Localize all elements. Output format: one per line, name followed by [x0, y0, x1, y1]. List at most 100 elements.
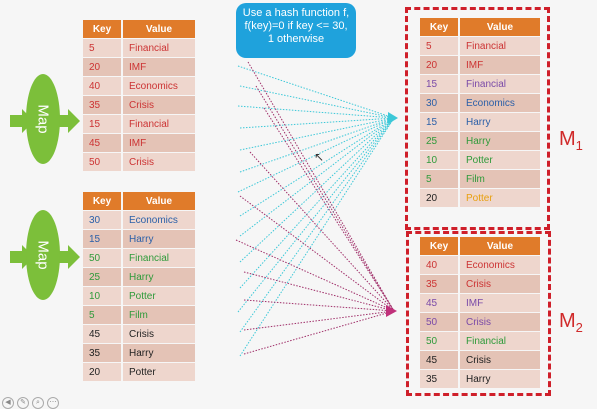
map-label: Map — [34, 104, 52, 134]
more-options-icon[interactable]: ⋯ — [47, 397, 59, 409]
link-to-m2 — [247, 61, 395, 312]
slide-controls[interactable]: ◀✎⌕⋯ — [2, 391, 62, 409]
value-cell: Harry — [123, 230, 195, 248]
link-to-m2 — [243, 310, 395, 355]
value-cell: IMF — [460, 56, 540, 74]
value-cell: Harry — [460, 132, 540, 150]
value-cell: Financial — [123, 115, 195, 133]
link-to-m2 — [239, 195, 395, 312]
value-cell: Harry — [460, 370, 540, 388]
value-cell: Crisis — [123, 153, 195, 171]
key-cell: 15 — [83, 115, 123, 133]
key-cell: 35 — [420, 275, 460, 293]
key-cell: 15 — [420, 75, 460, 93]
key-cell: 50 — [83, 153, 123, 171]
arrow-right-icon — [58, 109, 80, 133]
key-cell: 20 — [420, 56, 460, 74]
value-cell: Economics — [123, 211, 195, 229]
link-to-m1 — [239, 117, 395, 237]
key-cell: 25 — [420, 132, 460, 150]
value-cell: Crisis — [460, 313, 540, 331]
link-to-m1 — [239, 117, 395, 263]
key-cell: 35 — [83, 344, 123, 362]
header-value: Value — [123, 20, 195, 38]
key-cell: 45 — [83, 134, 123, 152]
value-cell: Economics — [123, 77, 195, 95]
link-to-m2 — [243, 310, 395, 331]
link-to-m1 — [237, 65, 395, 119]
header-value: Value — [123, 192, 195, 210]
pen-icon[interactable]: ✎ — [17, 397, 29, 409]
key-cell: 30 — [83, 211, 123, 229]
key-cell: 20 — [420, 189, 460, 207]
callout-line-1: Use a hash function f, — [242, 7, 350, 19]
key-cell: 25 — [83, 268, 123, 286]
value-cell: Film — [460, 170, 540, 188]
value-cell: IMF — [123, 134, 195, 152]
callout-line-2: f(key)=0 if key <= 30, — [244, 20, 348, 32]
key-cell: 15 — [83, 230, 123, 248]
header-key: Key — [420, 237, 460, 255]
link-to-m2 — [235, 239, 395, 312]
key-cell: 50 — [420, 313, 460, 331]
map-ellipse-2: Map — [26, 210, 60, 300]
key-cell: 5 — [83, 306, 123, 324]
link-to-m2 — [255, 85, 395, 312]
key-cell: 40 — [420, 256, 460, 274]
hash-function-callout: Use a hash function f, f(key)=0 if key <… — [236, 3, 356, 58]
map-label: Map — [34, 240, 52, 270]
value-cell: Crisis — [123, 325, 195, 343]
key-cell: 35 — [83, 96, 123, 114]
partition-box-m2 — [406, 231, 551, 396]
key-cell: 30 — [420, 94, 460, 112]
arrowhead-m2 — [386, 305, 397, 317]
value-cell: Film — [123, 306, 195, 324]
key-cell: 50 — [83, 249, 123, 267]
value-cell: Financial — [123, 39, 195, 57]
key-cell: 45 — [83, 325, 123, 343]
zoom-icon[interactable]: ⌕ — [32, 397, 44, 409]
key-cell: 45 — [420, 294, 460, 312]
value-cell: Potter — [460, 151, 540, 169]
map-ellipse-1: Map — [26, 74, 60, 164]
key-cell: 20 — [83, 363, 123, 381]
key-cell: 50 — [420, 332, 460, 350]
value-cell: Financial — [460, 332, 540, 350]
header-value: Value — [460, 237, 540, 255]
value-cell: IMF — [460, 294, 540, 312]
link-to-m2 — [243, 271, 395, 312]
partition-box-m1 — [405, 7, 550, 230]
value-cell: Financial — [123, 249, 195, 267]
value-cell: IMF — [123, 58, 195, 76]
value-cell: Financial — [460, 75, 540, 93]
link-to-m1 — [237, 105, 395, 119]
value-cell: Economics — [460, 256, 540, 274]
callout-line-3: 1 otherwise — [267, 33, 325, 45]
arrow-right-icon — [58, 245, 80, 269]
value-cell: Financial — [460, 37, 540, 55]
previous-slide-icon[interactable]: ◀ — [2, 397, 14, 409]
key-cell: 5 — [420, 37, 460, 55]
map-arrows — [10, 109, 80, 269]
value-cell: Crisis — [460, 351, 540, 369]
